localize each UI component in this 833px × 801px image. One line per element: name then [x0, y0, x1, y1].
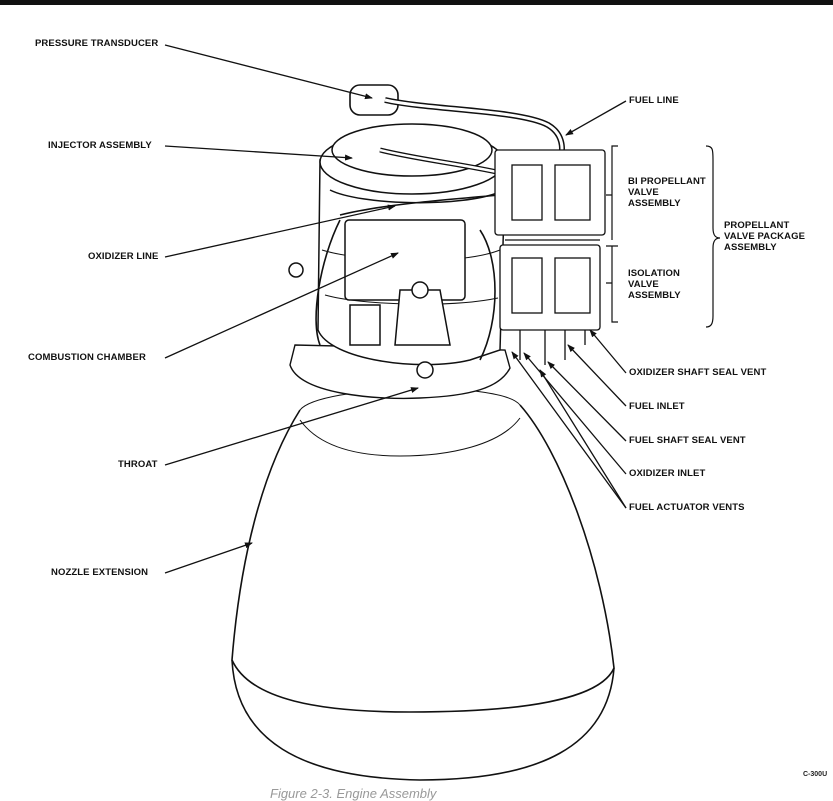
label-nozzle-extension: NOZZLE EXTENSION: [51, 567, 149, 578]
label-oxidizer-shaft-seal-vent: OXIDIZER SHAFT SEAL VENT: [629, 367, 767, 378]
label-injector-assembly: INJECTOR ASSEMBLY: [48, 140, 152, 151]
label-fuel-shaft-seal-vent: FUEL SHAFT SEAL VENT: [629, 435, 746, 446]
nozzle-extension-shape: [231, 388, 615, 781]
label-fuel-line: FUEL LINE: [629, 95, 679, 106]
label-fuel-inlet: FUEL INLET: [629, 401, 685, 412]
label-oxidizer-line: OXIDIZER LINE: [88, 251, 159, 262]
figure-caption: Figure 2-3. Engine Assembly: [270, 786, 437, 801]
label-combustion-chamber: COMBUSTION CHAMBER: [28, 352, 146, 363]
label-fuel-actuator-vents: FUEL ACTUATOR VENTS: [629, 502, 745, 513]
label-propellant-valve-package-assembly: PROPELLANT VALVE PACKAGE ASSEMBLY: [724, 220, 806, 253]
label-isolation-valve-assembly: ISOLATION VALVE ASSEMBLY: [628, 268, 681, 301]
leader-lines: [164, 44, 627, 574]
label-throat: THROAT: [118, 459, 158, 470]
valve-package-shape: [494, 149, 606, 365]
label-bi-propellant-valve-assembly: BI PROPELLANT VALVE ASSEMBLY: [628, 176, 706, 209]
brackets: [606, 145, 721, 328]
label-oxidizer-inlet: OXIDIZER INLET: [629, 468, 706, 479]
top-border: [0, 0, 833, 5]
engine-body-shape: [288, 123, 506, 379]
figure-code: C-300U: [803, 771, 828, 778]
label-pressure-transducer: PRESSURE TRANSDUCER: [35, 38, 159, 49]
